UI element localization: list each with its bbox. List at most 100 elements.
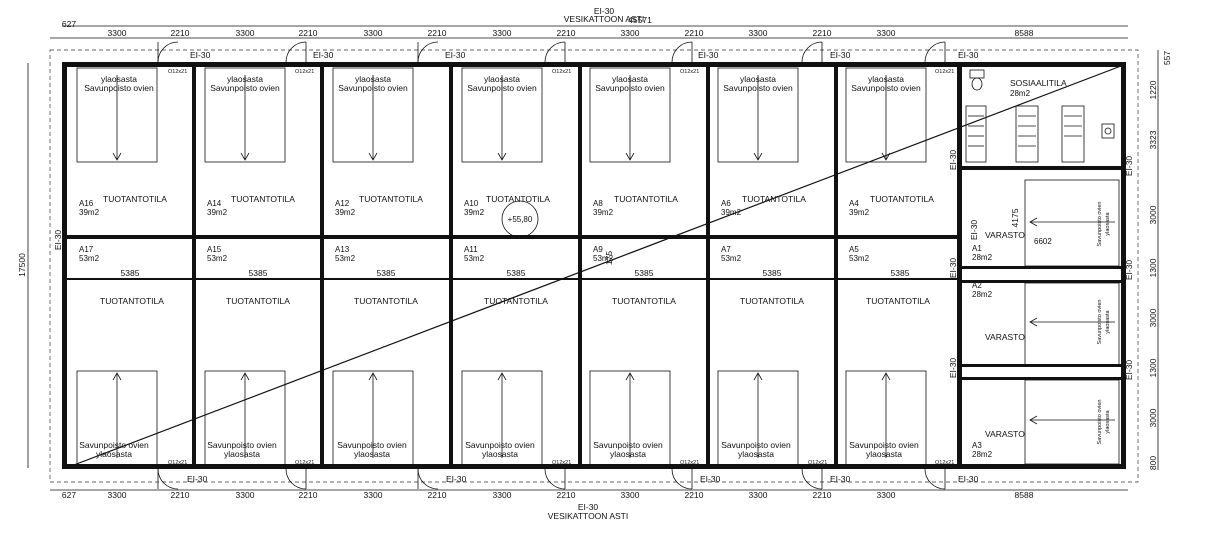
- unit-a9-name: TUOTANTOTILA: [612, 296, 676, 306]
- top-dim-2: 2210: [171, 28, 190, 38]
- right-dim-7: 3000: [1148, 408, 1158, 427]
- ei-tag-top-3: EI-30: [445, 50, 466, 60]
- door-code-5: O12x21: [935, 69, 954, 75]
- partition-5: [706, 62, 710, 469]
- storage-a2-area: 28m2: [972, 290, 993, 299]
- outer-wall-bottom: [62, 464, 1126, 469]
- unit-a15-code: A15: [207, 245, 222, 254]
- unit-a14-area: 39m2: [207, 208, 228, 217]
- unit-a10-area: 39m2: [464, 208, 485, 217]
- door-note-top-3b: Savunpoisto ovien: [338, 83, 408, 93]
- outer-wall-top: [62, 62, 1126, 67]
- ei-tag-top-5: EI-30: [830, 50, 851, 60]
- door-code-1: O12x21: [168, 69, 187, 75]
- door-code-4: O12x21: [680, 69, 699, 75]
- mid-dim-7: 5385: [891, 268, 910, 278]
- social-room-area: 28m2: [1010, 89, 1031, 98]
- door-note-top-4b: Savunpoisto ovien: [467, 83, 537, 93]
- ei-tag-bottom-4: EI-30: [830, 474, 851, 484]
- right-dim-1: 1220: [1148, 80, 1158, 99]
- toilet-icon: [969, 69, 985, 91]
- ei-tag-east-6: EI-30: [1124, 260, 1134, 281]
- bottom-dim-11: 3300: [749, 490, 768, 500]
- mid-dim-2: 5385: [249, 268, 268, 278]
- unit-a9-area: 53m2: [593, 254, 614, 263]
- unit-a15-name: TUOTANTOTILA: [226, 296, 290, 306]
- door-note-bot-5a: ylaosasta: [610, 449, 646, 459]
- outer-wall-left: [62, 62, 67, 469]
- door-note-bot-4b: Savunpoisto ovien: [465, 440, 535, 450]
- bottom-dim-8: 2210: [557, 490, 576, 500]
- door-code-9: O12x21: [680, 460, 699, 466]
- door-note-bot-1b: Savunpoisto ovien: [79, 440, 149, 450]
- door-note-bot-5b: Savunpoisto ovien: [593, 440, 663, 450]
- door-note-bot-3a: ylaosasta: [354, 449, 390, 459]
- unit-a7-area: 53m2: [721, 254, 742, 263]
- social-room-name: SOSIAALITILA: [1010, 78, 1067, 88]
- door-note-bot-7a: ylaosasta: [866, 449, 902, 459]
- top-dim-5: 3300: [364, 28, 383, 38]
- door-note-bot-2a: ylaosasta: [224, 449, 260, 459]
- overall-length: 45571: [628, 15, 652, 25]
- partition-6: [834, 62, 838, 469]
- unit-a11-area: 53m2: [464, 254, 485, 263]
- unit-a10-name: TUOTANTOTILA: [486, 194, 550, 204]
- door-swings: [157, 41, 946, 490]
- storage-a2-code: A2: [972, 281, 982, 290]
- bottom-dim-12: 2210: [813, 490, 832, 500]
- storage-a3-note-b: Savunpoisto ovien: [1097, 400, 1103, 445]
- storage-a2-name: VARASTO: [985, 332, 1025, 342]
- mid-dim-3: 5385: [377, 268, 396, 278]
- door-note-top-6a: ylaosasta: [740, 74, 776, 84]
- bottom-dim-2: 2210: [171, 490, 190, 500]
- unit-a16-code: A16: [79, 199, 94, 208]
- unit-a15-area: 53m2: [207, 254, 228, 263]
- partition-2: [320, 62, 324, 469]
- ei-tag-east-1: EI-30: [948, 150, 958, 171]
- unit-a17-name: TUOTANTOTILA: [100, 296, 164, 306]
- door-code-8: O12x21: [552, 460, 571, 466]
- unit-a12-area: 39m2: [335, 208, 356, 217]
- mid-dim-1: 5385: [121, 268, 140, 278]
- unit-a6-code: A6: [721, 199, 731, 208]
- door-note-bot-6b: Savunpoisto ovien: [721, 440, 791, 450]
- door-code-2: O12x21: [295, 69, 314, 75]
- door-note-top-4a: ylaosasta: [484, 74, 520, 84]
- door-note-top-2b: Savunpoisto ovien: [210, 83, 280, 93]
- unit-a8-code: A8: [593, 199, 603, 208]
- unit-a11-name: TUOTANTOTILA: [484, 296, 548, 306]
- unit-a6-area: 39m2: [721, 208, 742, 217]
- storage-width: 6602: [1034, 237, 1052, 246]
- top-dim-1: 3300: [108, 28, 127, 38]
- east-block: SOSIAALITILA 28m2 VARASTO A1 28m2 6602 4…: [948, 69, 1134, 465]
- partition-3: [449, 62, 453, 469]
- right-dim-3: 3000: [1148, 205, 1158, 224]
- mezzanine-edge: [62, 278, 962, 280]
- top-dim-3: 3300: [236, 28, 255, 38]
- right-dim-6: 1300: [1148, 358, 1158, 377]
- door-note-top-7a: ylaosasta: [868, 74, 904, 84]
- unit-a12-name: TUOTANTOTILA: [359, 194, 423, 204]
- unit-a13-code: A13: [335, 245, 350, 254]
- storage-a1-name: VARASTO: [985, 230, 1025, 240]
- storage-depth: 4175: [1010, 208, 1020, 227]
- unit-a7-code: A7: [721, 245, 731, 254]
- unit-a12-code: A12: [335, 199, 350, 208]
- unit-a5-code: A5: [849, 245, 859, 254]
- mezzanine-line: [62, 235, 962, 239]
- right-dim-2: 3323: [1148, 130, 1158, 149]
- storage-a3-area: 28m2: [972, 450, 993, 459]
- level-mark: +55,80: [508, 215, 533, 224]
- top-dimensions: EI-30 VESIKATTOON ASTI 45571 627 3300 22…: [50, 6, 1128, 39]
- bottom-dim-10: 2210: [685, 490, 704, 500]
- bottom-dim-1: 3300: [108, 490, 127, 500]
- door-note-top-5b: Savunpoisto ovien: [595, 83, 665, 93]
- storage-a1-code: A1: [972, 244, 982, 253]
- door-note-bot-2b: Savunpoisto ovien: [207, 440, 277, 450]
- unit-a6-name: TUOTANTOTILA: [742, 194, 806, 204]
- ei-tag-left: EI-30: [53, 230, 63, 251]
- ei-tag-top-4: EI-30: [698, 50, 719, 60]
- storage-a3-note-a: ylaosasta: [1105, 409, 1111, 433]
- unit-a14-name: TUOTANTOTILA: [231, 194, 295, 204]
- bottom-dim-9: 3300: [621, 490, 640, 500]
